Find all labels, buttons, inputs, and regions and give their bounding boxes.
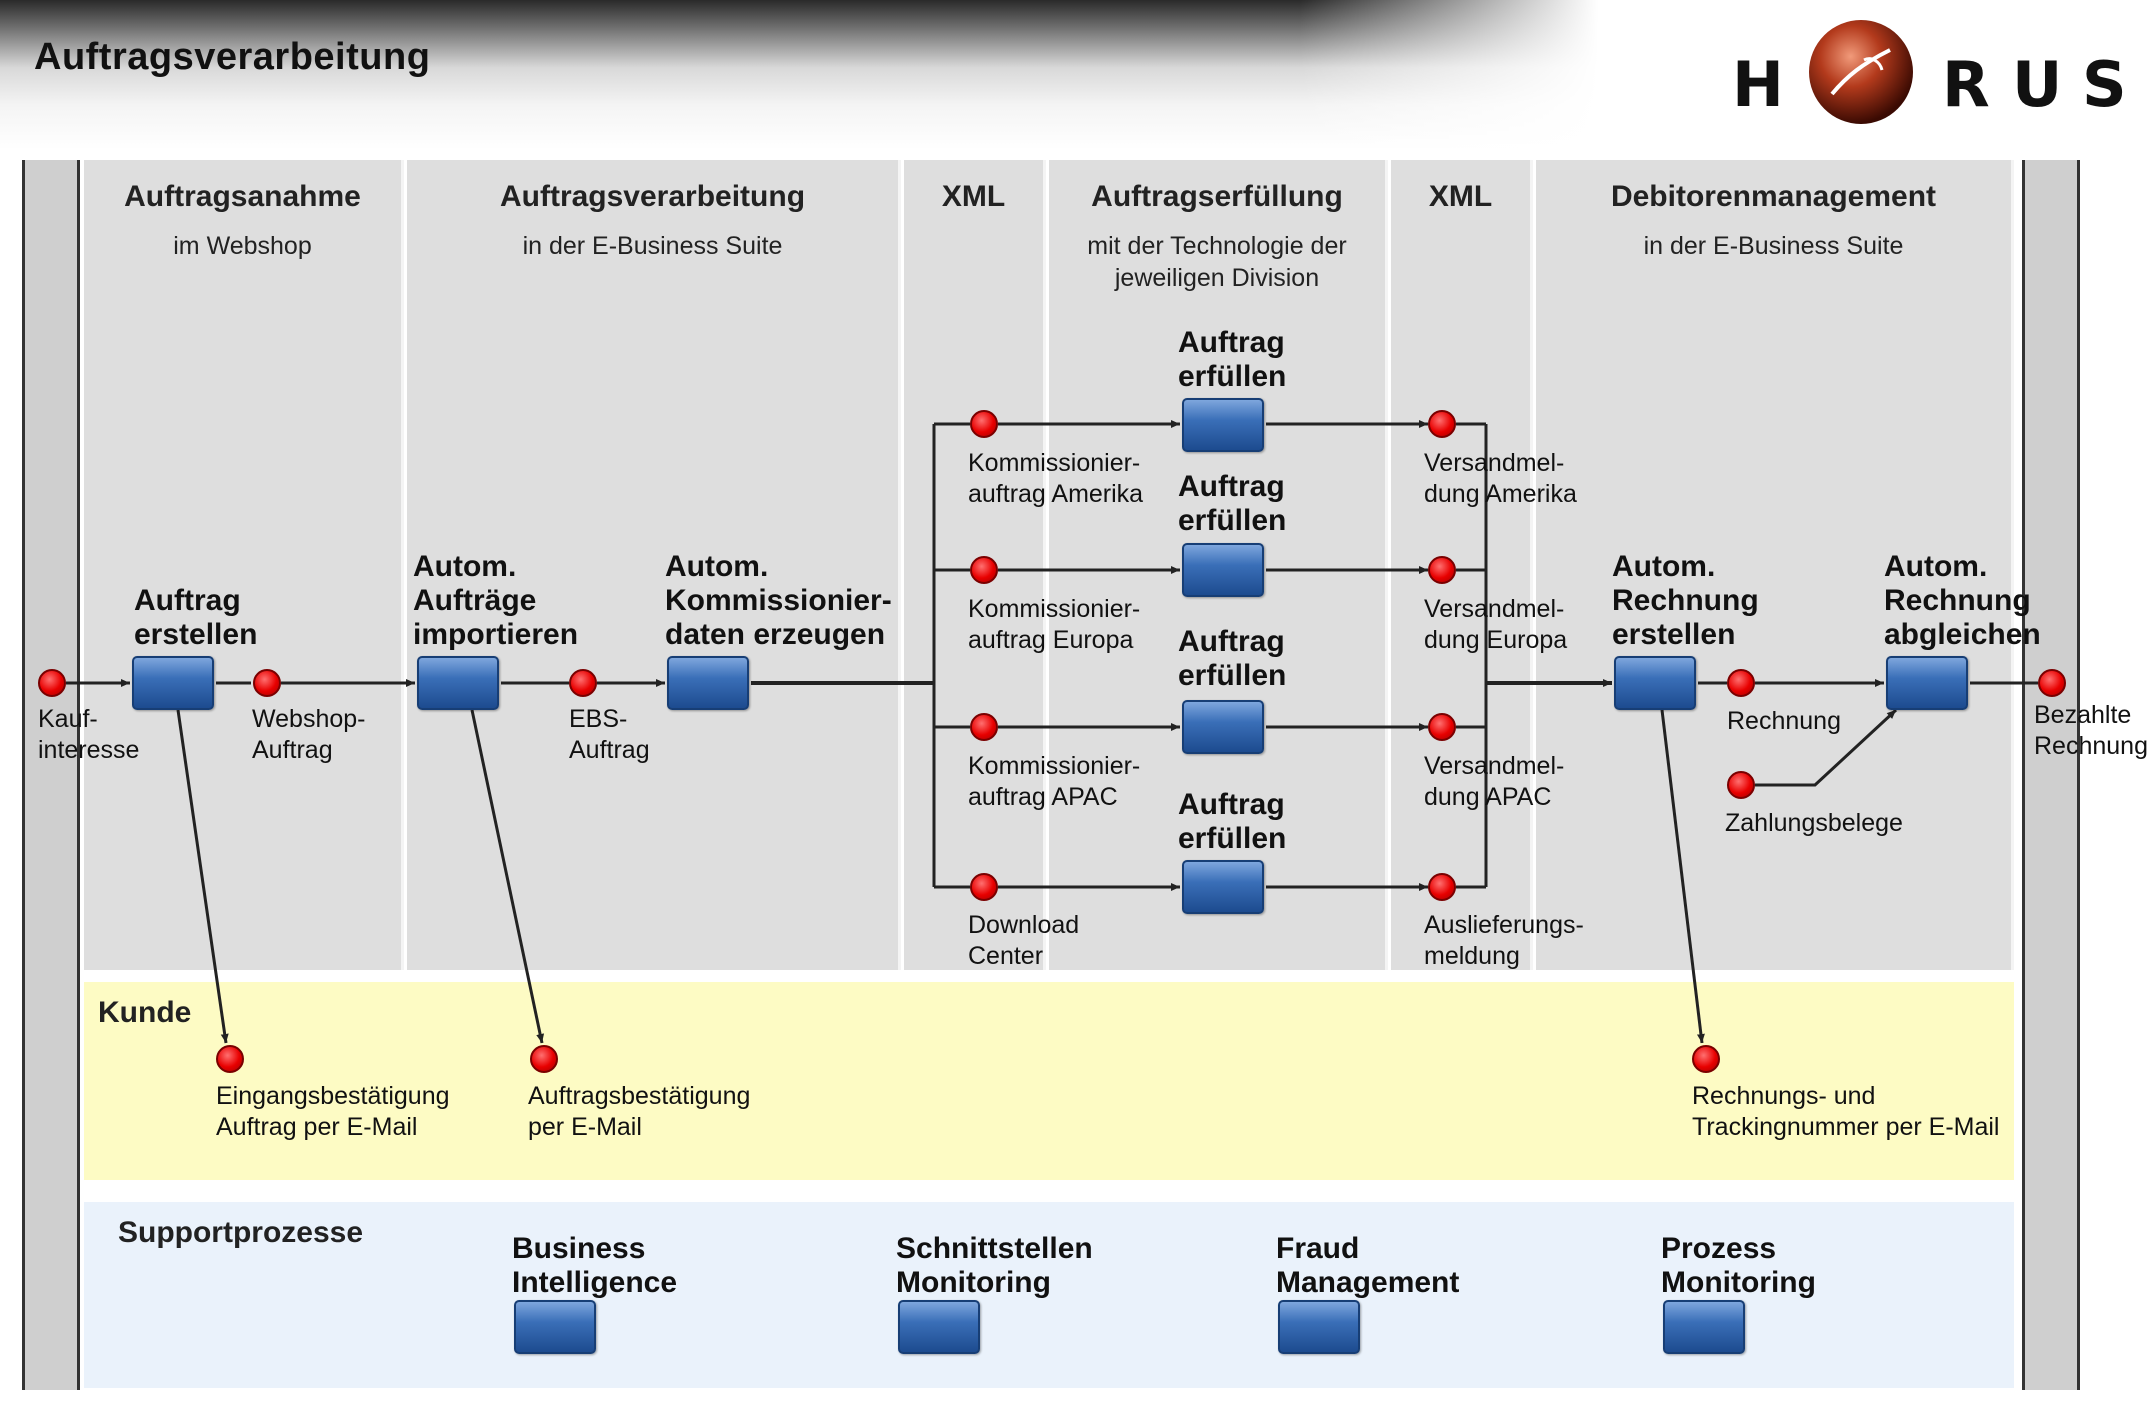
column-title: Auftragserfüllung [1091,180,1343,213]
event-versandmeldung-amerika[interactable] [1428,410,1456,438]
event-label: Kommissionier- auftrag Europa [968,595,1141,654]
task-label: Autom. Aufträge importieren [413,550,579,651]
task-label: Auftrag erfüllen [1178,788,1287,855]
event-kommissionierauftrag-amerika[interactable] [970,410,998,438]
event-label: EBS- Auftrag [569,705,650,764]
header-fade [1300,0,2152,150]
event-kaufinteresse[interactable] [38,669,66,697]
event-rechnungs-tracking-mail[interactable] [1692,1045,1720,1073]
column-debitorenmanagement: Debitorenmanagement in der E-Business Su… [1536,160,2014,970]
column-auftragsverarbeitung: Auftragsverarbeitung in der E-Business S… [407,160,901,970]
task-label: Auftrag erfüllen [1178,326,1287,393]
logo-letter-u: U [2012,48,2063,121]
column-xml-2: XML [1391,160,1533,970]
event-label: Auslieferungs- meldung [1424,911,1584,970]
event-ebs-auftrag[interactable] [569,669,597,697]
event-label: Kommissionier- auftrag Amerika [968,449,1144,508]
logo-globe-icon [1809,20,1913,124]
task-label: Auftrag erfüllen [1178,470,1287,537]
event-versandmeldung-europa[interactable] [1428,556,1456,584]
column-title: XML [1428,180,1493,213]
event-label: Versandmel- dung Amerika [1424,449,1577,508]
support-label: Prozess Monitoring [1661,1232,1816,1299]
support-label: Schnittstellen Monitoring [896,1232,1093,1299]
column-title: Debitorenmanagement [1610,180,1937,213]
event-label: Kommissionier- auftrag APAC [968,752,1141,811]
event-zahlungsbelege[interactable] [1727,771,1755,799]
event-eingangsbestaetigung[interactable] [216,1045,244,1073]
event-label: Versandmel- dung APAC [1424,752,1565,811]
event-auftragsbestaetigung[interactable] [530,1045,558,1073]
column-subtitle: im Webshop [173,232,312,260]
event-label: Rechnungs- und Trackingnummer per E-Mail [1692,1082,2000,1141]
event-label: Webshop- Auftrag [252,705,366,764]
event-auslieferungsmeldung[interactable] [1428,873,1456,901]
support-lane: Supportprozesse [84,1202,2014,1388]
column-auftragsannahme: Auftragsanahme im Webshop [84,160,404,970]
task-auftrag-erfuellen-1[interactable] [1182,398,1264,452]
left-border-bar [22,160,80,1390]
column-title: Auftragsanahme [124,180,361,213]
event-label: Zahlungsbelege [1725,809,1903,837]
column-subtitle: in der E-Business Suite [1643,232,1904,260]
task-business-intelligence[interactable] [514,1300,596,1354]
task-kommissionierdaten-erzeugen[interactable] [667,656,749,710]
event-label: Kauf- interesse [38,705,140,764]
task-auftraege-importieren[interactable] [417,656,499,710]
page-title: Auftragsverarbeitung [34,36,431,78]
task-label: Autom. Rechnung erstellen [1612,550,1759,651]
column-title: Auftragsverarbeitung [499,180,806,213]
event-download-center[interactable] [970,873,998,901]
task-rechnung-erstellen[interactable] [1614,656,1696,710]
task-auftrag-erfuellen-3[interactable] [1182,700,1264,754]
column-subtitle: in der E-Business Suite [522,232,783,260]
task-label: Autom. Rechnung abgleichen [1884,550,2041,651]
column-title: XML [941,180,1006,213]
support-label: Business Intelligence [512,1232,678,1299]
logo-letter-s: S [2082,48,2127,121]
event-kommissionierauftrag-apac[interactable] [970,713,998,741]
event-kommissionierauftrag-europa[interactable] [970,556,998,584]
support-title: Supportprozesse [118,1216,364,1249]
column-xml-1: XML [904,160,1046,970]
task-label: Auftrag erfüllen [1178,625,1287,692]
task-rechnung-abgleichen[interactable] [1886,656,1968,710]
task-auftrag-erstellen[interactable] [132,656,214,710]
event-label: Rechnung [1727,707,1841,735]
task-auftrag-erfuellen-4[interactable] [1182,860,1264,914]
task-label: Auftrag erstellen [134,584,258,651]
support-label: Fraud Management [1276,1232,1460,1299]
task-schnittstellen-monitoring[interactable] [898,1300,980,1354]
task-auftrag-erfuellen-2[interactable] [1182,543,1264,597]
event-versandmeldung-apac[interactable] [1428,713,1456,741]
column-subtitle: mit der Technologie der jeweiligen Divis… [1087,232,1347,292]
kunde-title: Kunde [98,996,192,1029]
event-label: Eingangsbestätigung Auftrag per E-Mail [216,1082,450,1141]
task-fraud-management[interactable] [1278,1300,1360,1354]
event-rechnung[interactable] [1727,669,1755,697]
task-prozess-monitoring[interactable] [1663,1300,1745,1354]
right-border-bar [2022,160,2080,1390]
event-bezahlte-rechnung[interactable] [2038,669,2066,697]
logo-letter-h: H [1732,48,1784,121]
kunde-lane: Kunde [84,982,2014,1180]
event-label: Download Center [968,911,1080,970]
event-webshop-auftrag[interactable] [253,669,281,697]
event-label: Bezahlte Rechnung [2034,701,2148,760]
event-label: Auftragsbestätigung per E-Mail [528,1082,751,1141]
logo-letter-r: R [1942,48,1990,121]
event-label: Versandmel- dung Europa [1424,595,1568,654]
task-label: Autom. Kommissionier- daten erzeugen [665,550,892,651]
horus-logo: H R U S [1730,14,2140,134]
